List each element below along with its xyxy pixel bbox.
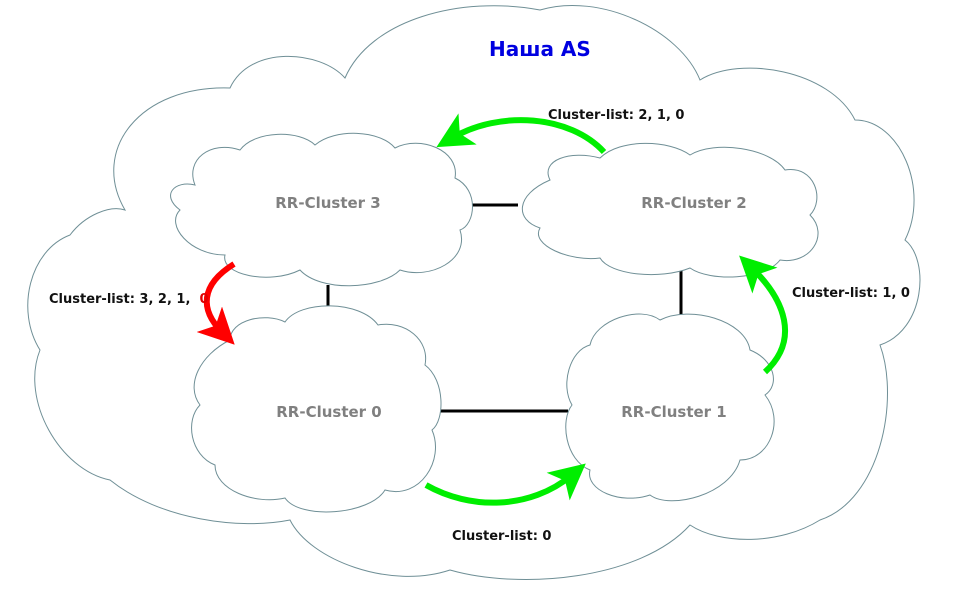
cluster-cloud-rr3	[170, 132, 473, 287]
cluster-cloud-rr1	[565, 313, 775, 502]
as-title: Наша AS	[489, 37, 591, 61]
cluster-label-rr0: RR-Cluster 0	[276, 403, 382, 421]
cluster-label-rr2: RR-Cluster 2	[641, 194, 747, 212]
cluster-cloud-rr0	[191, 305, 442, 513]
arrow-rr0-to-rr1	[424, 463, 586, 506]
loop-highlight: 0	[199, 292, 209, 307]
arrow-rr1-to-rr2	[739, 255, 789, 375]
arrow-rr3-to-rr0	[196, 261, 236, 345]
cluster-label-rr1: RR-Cluster 1	[621, 403, 727, 421]
annotation-rr2-rr3: Cluster-list: 2, 1, 0	[548, 108, 685, 123]
arrow-rr2-to-rr3	[436, 113, 607, 155]
cluster-cloud-rr2	[522, 142, 819, 278]
annotation-rr0-rr1: Cluster-list: 0	[452, 529, 552, 544]
cluster-label-rr3: RR-Cluster 3	[275, 194, 381, 212]
annotation-rr3-rr0: Cluster-list: 3, 2, 1, 0	[49, 292, 209, 307]
annotation-prefix: Cluster-list: 3, 2, 1,	[49, 292, 191, 307]
annotation-rr1-rr2: Cluster-list: 1, 0	[792, 286, 910, 301]
